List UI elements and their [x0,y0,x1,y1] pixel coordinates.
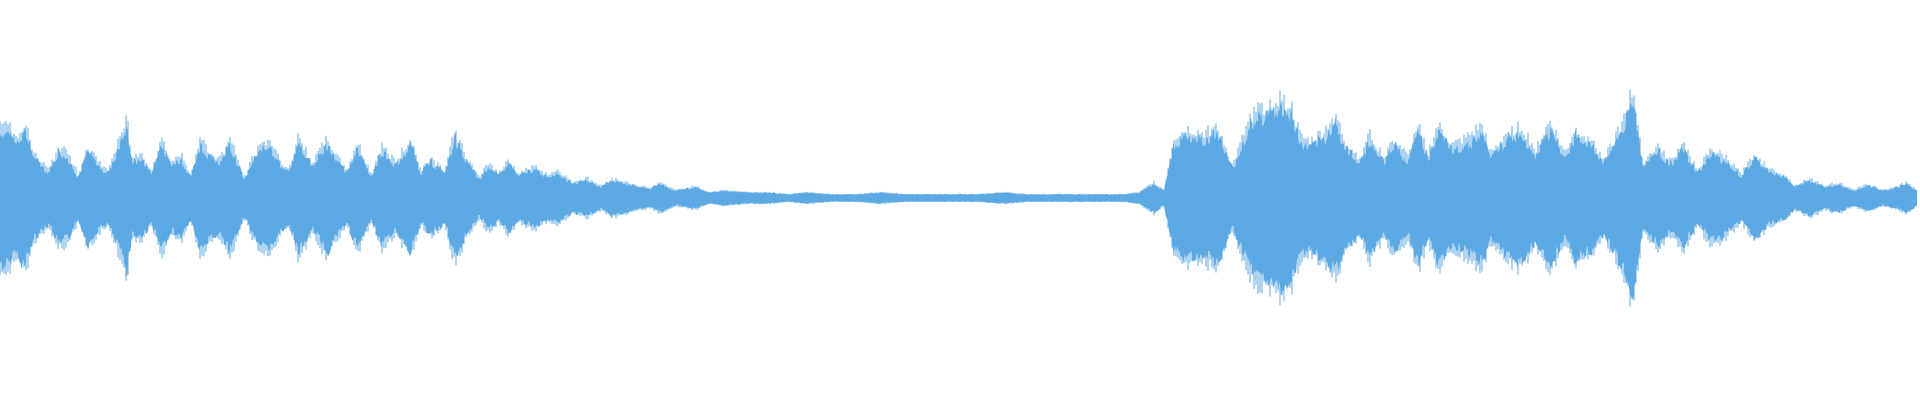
waveform-bars [0,89,1917,307]
